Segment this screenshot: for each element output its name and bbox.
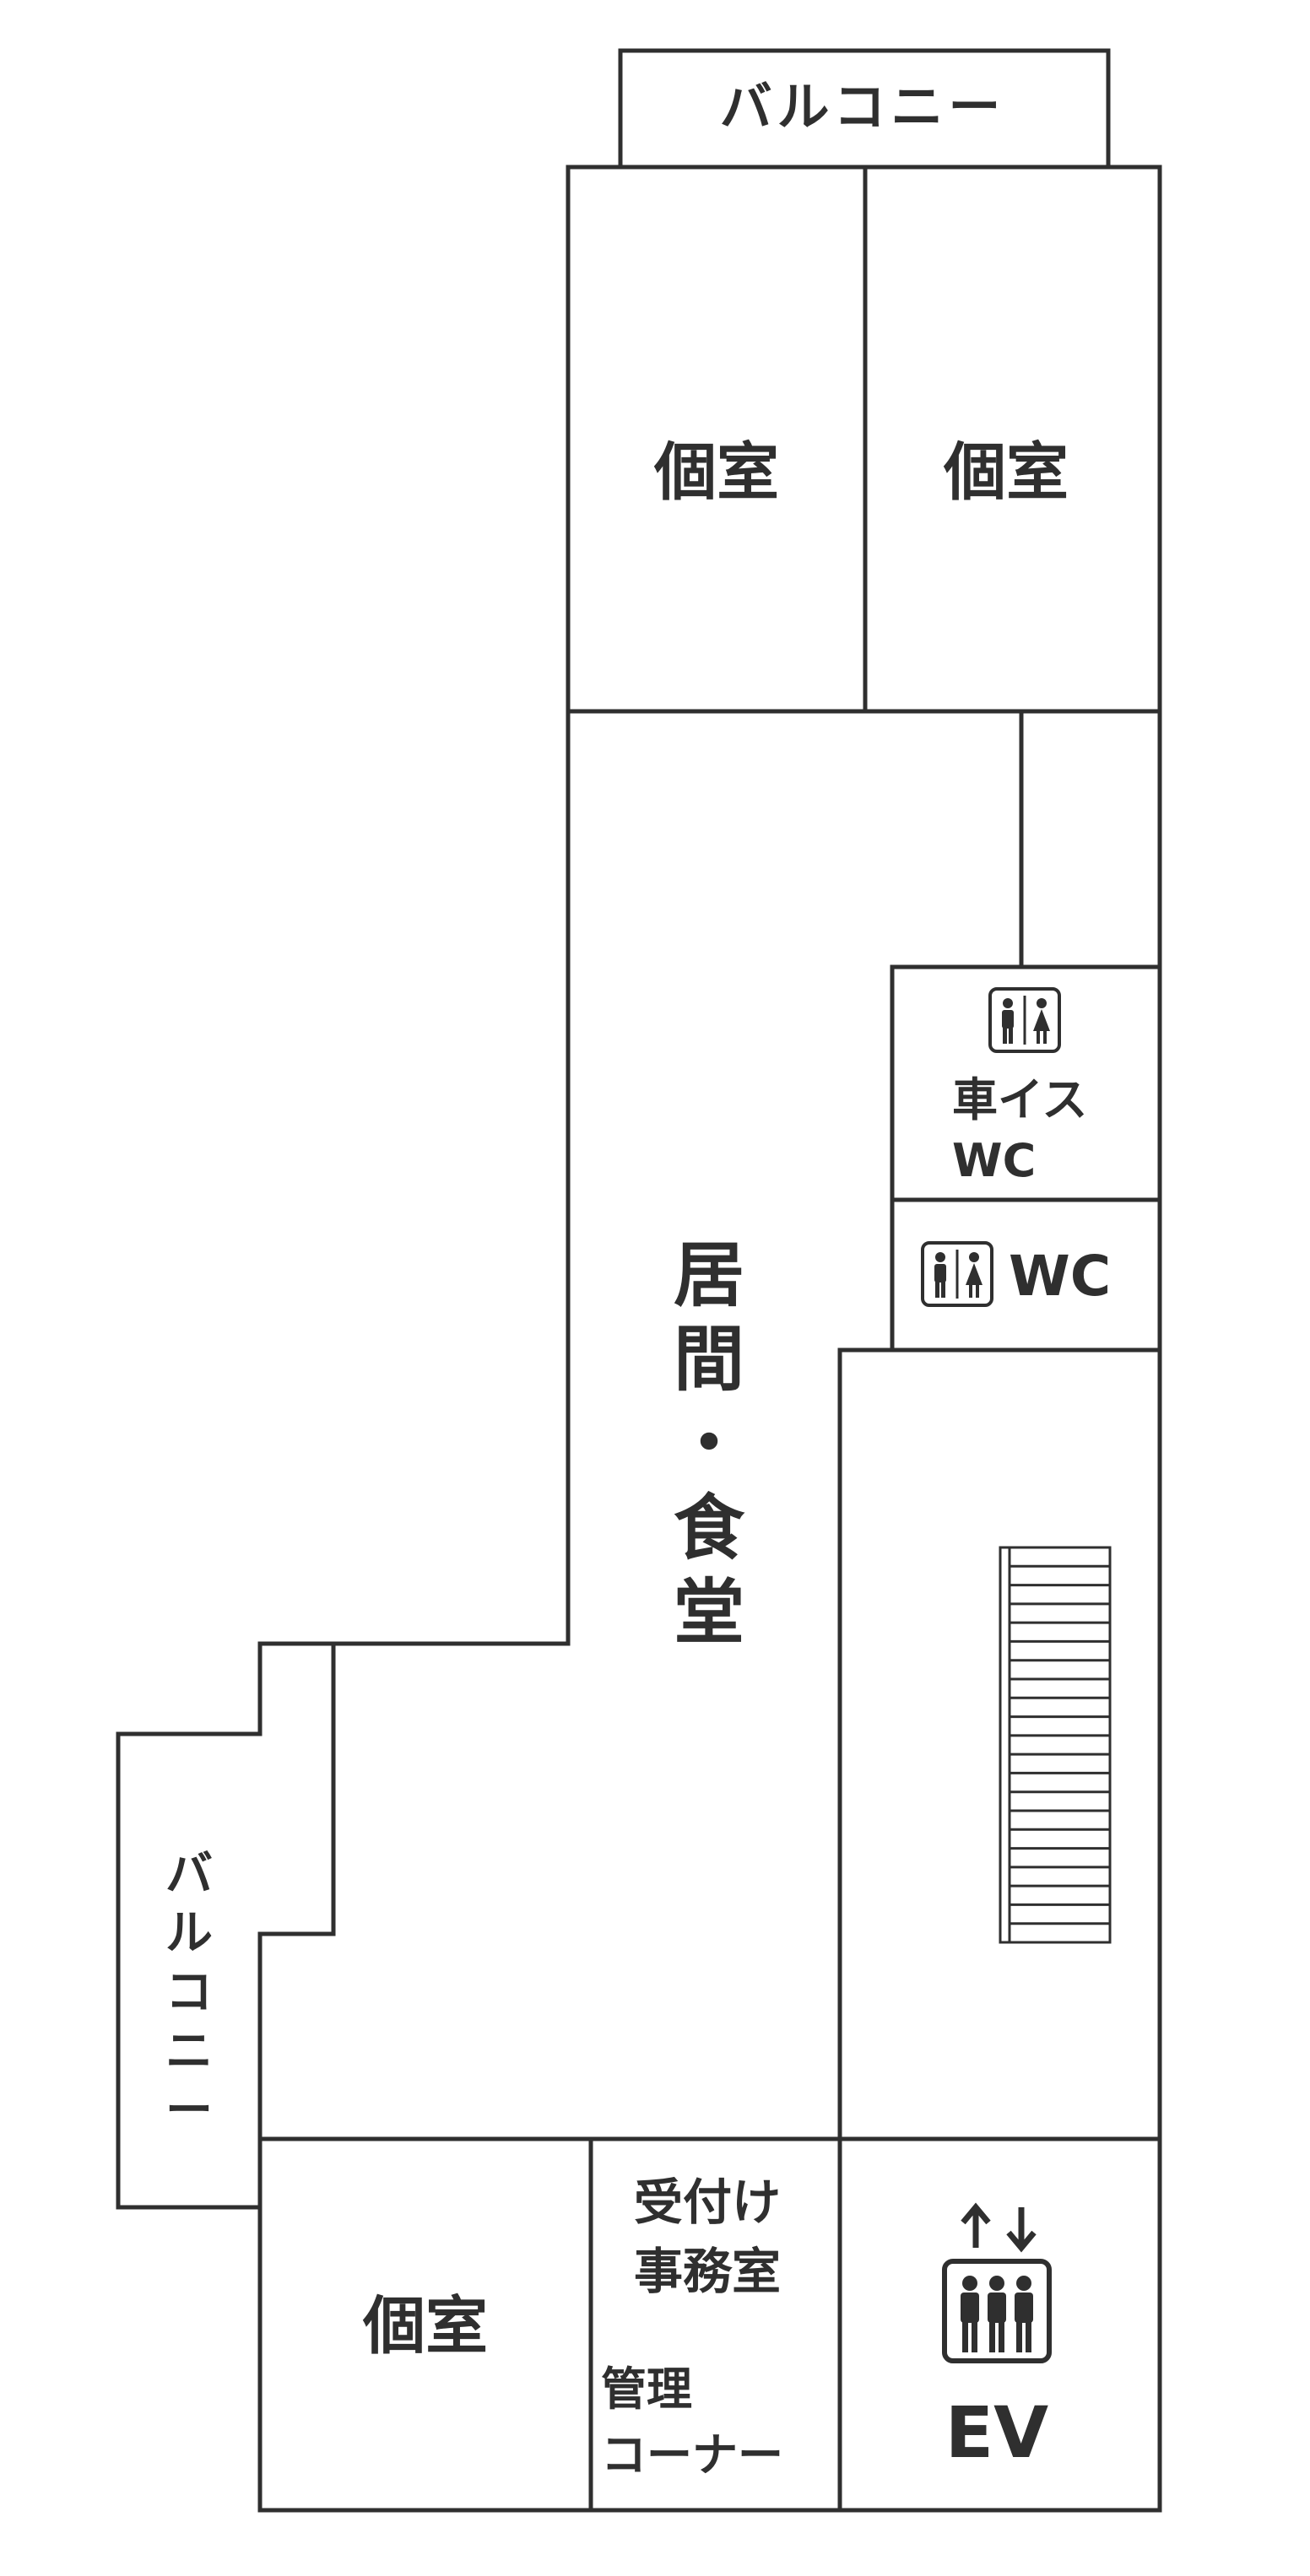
balcony-top: バルコニー — [618, 48, 1111, 170]
private-room-3: 個室 — [257, 2136, 593, 2513]
elevator-people-icon — [942, 2259, 1052, 2363]
wc-label: WC — [1009, 1244, 1111, 1309]
stair-hall — [837, 1347, 1162, 2141]
wheelchair-wc-line-2: WC — [952, 1134, 1036, 1187]
private-room-1: 個室 — [566, 165, 868, 714]
elevator-label: EV — [945, 2391, 1048, 2474]
private-room-2: 個室 — [863, 165, 1162, 714]
balcony-left-char-4: ニ — [165, 2024, 213, 2079]
living-dining-room: 居 間 ・ 食 堂 — [257, 709, 1024, 2141]
balcony-left-char-3: コ — [165, 1965, 213, 2020]
wheelchair-wc-line-1: 車イス — [952, 1073, 1087, 1126]
restroom-icon — [988, 987, 1061, 1053]
up-down-arrows-icon — [961, 2202, 1037, 2253]
reception-office-line-1: 受付け — [634, 2174, 781, 2231]
wc: WC — [890, 1197, 1162, 1353]
living-dining-char-4: 食 — [674, 1487, 745, 1569]
living-dining-char-5: 堂 — [674, 1571, 744, 1654]
private-room-1-label: 個室 — [653, 436, 779, 509]
restroom-icon — [921, 1241, 993, 1307]
wheelchair-wc: 車イス WC — [890, 964, 1162, 1202]
balcony-left-char-5: ー — [165, 2083, 213, 2138]
living-dining-char-1: 居 — [674, 1234, 744, 1316]
storage-space — [1019, 709, 1162, 969]
balcony-top-label: バルコニー — [720, 76, 1006, 138]
private-room-3-label: 個室 — [362, 2290, 488, 2363]
reception-office: 受付け 事務室 管理 コーナー — [588, 2136, 842, 2513]
private-room-2-label: 個室 — [943, 436, 1069, 509]
elevator: EV — [837, 2136, 1162, 2513]
balcony-left: バ ル コ ニ ー — [116, 1641, 336, 2210]
balcony-left-char-1: バ — [165, 1847, 213, 1902]
balcony-left-char-2: ル — [165, 1906, 213, 1961]
living-dining-char-3: ・ — [674, 1402, 744, 1485]
living-dining-char-2: 間 — [674, 1318, 744, 1401]
reception-office-line-2: 事務室 — [634, 2243, 781, 2300]
management-corner-line-2: コーナー — [601, 2428, 783, 2481]
staircase-icon — [999, 1546, 1112, 1944]
management-corner-line-1: 管理 — [601, 2363, 692, 2416]
